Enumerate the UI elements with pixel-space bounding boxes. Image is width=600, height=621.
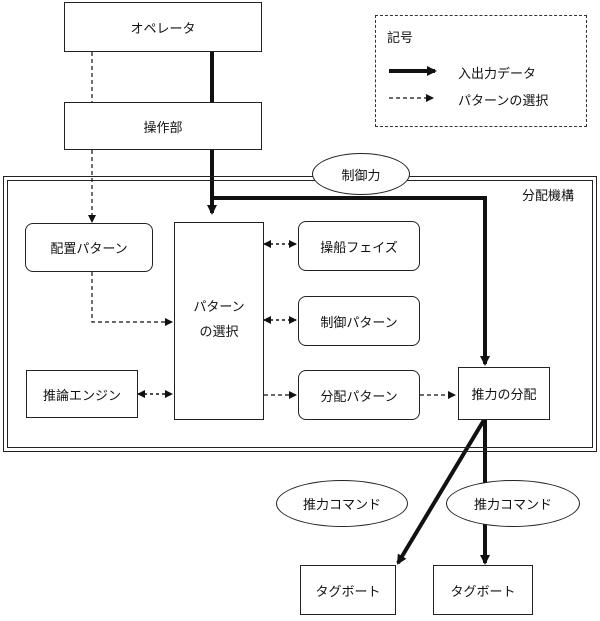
operator-box: オペレータ (64, 2, 262, 52)
placement-pattern-box: 配置パターン (25, 223, 153, 272)
thrust-command-ellipse-2: 推力コマンド (446, 480, 580, 527)
control-force-ellipse: 制御力 (312, 153, 410, 195)
operation-unit-box: 操作部 (64, 102, 262, 150)
pattern-selection-label-line2: の選択 (199, 325, 239, 340)
inference-engine-box: 推論エンジン (26, 370, 138, 418)
legend-io-data-label: 入出力データ (458, 67, 537, 82)
distribution-mechanism-inner-frame (7, 180, 593, 448)
legend-pattern-selection-label: パターンの選択 (458, 94, 549, 109)
thrust-to-tugboat1-arrow (396, 418, 486, 565)
distribution-mechanism-label: 分配機構 (522, 189, 575, 204)
control-pattern-box: 制御パターン (298, 296, 420, 346)
ship-phase-box: 操船フェイズ (298, 221, 420, 271)
thrust-command-ellipse-1: 推力コマンド (276, 480, 408, 527)
tugboat-box-1: タグボート (300, 565, 396, 615)
legend-box (375, 15, 587, 127)
distribution-mechanism-frame (3, 176, 597, 452)
placement-to-selection-dashed (91, 272, 173, 326)
legend-title: 記号 (387, 31, 414, 46)
distribution-pattern-box: 分配パターン (298, 370, 420, 420)
thrust-distribution-box: 推力の分配 (458, 367, 550, 420)
control-to-thrust-arrow (212, 196, 490, 366)
pattern-selection-label-line1: パターン (193, 300, 245, 316)
pattern-selection-box: パターン の選択 (174, 222, 264, 420)
tugboat-box-2: タグボート (433, 565, 533, 615)
